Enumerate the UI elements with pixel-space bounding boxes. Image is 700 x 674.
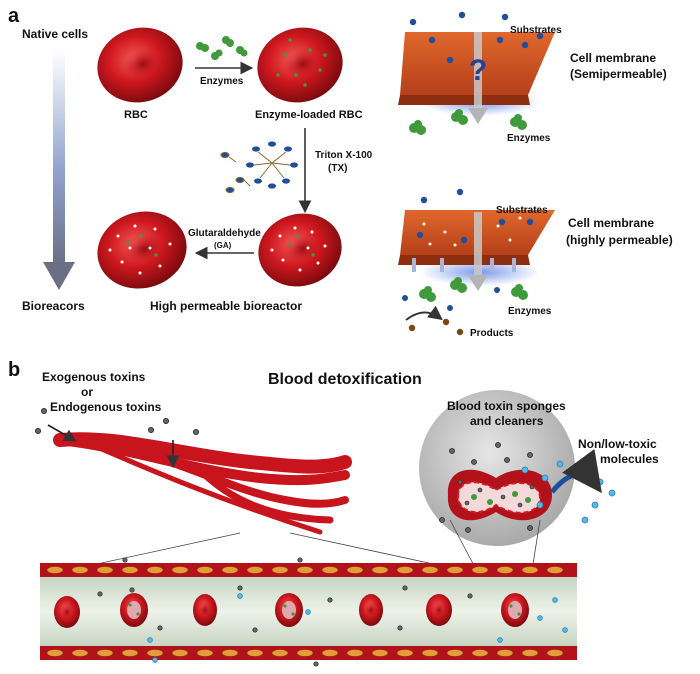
vessel-rbc xyxy=(193,594,217,626)
vessel-nontoxic-dots xyxy=(147,593,568,663)
substrate-dots-top xyxy=(409,11,544,64)
glutaraldehyde-label-2: (GA) xyxy=(214,241,232,250)
triton-label-1: Triton X-100 xyxy=(315,150,373,161)
question-mark: ? xyxy=(469,54,487,87)
enzymes-label-bottom: Enzymes xyxy=(508,306,552,317)
product-dots xyxy=(408,318,464,336)
triton-label-2: (TX) xyxy=(328,163,347,174)
panel-a-label: a xyxy=(8,5,20,27)
membrane-semipermeable-title-1: Cell membrane xyxy=(570,51,656,65)
nontoxic-label-1: Non/low-toxic xyxy=(578,437,657,451)
products-label: Products xyxy=(470,328,514,339)
panel-b-label: b xyxy=(8,359,20,381)
enzyme-loaded-rbc-label: Enzyme-loaded RBC xyxy=(255,109,363,121)
substrate-dots-lower xyxy=(402,287,500,311)
membrane-highly-permeable xyxy=(398,210,555,291)
blood-detox-title: Blood detoxification xyxy=(268,371,422,388)
toxin-dots-circle xyxy=(439,442,533,533)
bioreactors-label: Bioreacors xyxy=(22,299,85,313)
toxins-label-3: Endogenous toxins xyxy=(50,400,162,414)
substrate-dots-bottom xyxy=(416,188,534,244)
vessel-rbc xyxy=(426,594,452,626)
enzymes-label: Enzymes xyxy=(200,76,244,87)
permeabilized-rbc xyxy=(258,213,342,287)
glutaraldehyde-label-1: Glutaraldehyde xyxy=(188,228,261,239)
rbc-label: RBC xyxy=(124,109,148,121)
sponges-label-1: Blood toxin sponges xyxy=(447,399,566,413)
enzyme-cluster xyxy=(196,36,248,60)
high-permeable-bioreactor-label: High permeable bioreactor xyxy=(150,299,302,313)
triton-micelle-icon xyxy=(220,141,298,194)
bioreactor-rbc xyxy=(97,211,187,289)
toxin-dots-top xyxy=(35,407,199,435)
sponge-rbc-crosssection xyxy=(447,469,552,521)
toxin-entry-arrow-1 xyxy=(47,424,77,442)
vessel-rbc xyxy=(54,596,80,628)
toxins-label-1: Exogenous toxins xyxy=(42,370,146,384)
enzyme-loaded-rbc xyxy=(257,27,343,103)
substrates-label-top: Substrates xyxy=(510,25,562,36)
release-arrow xyxy=(550,448,602,494)
native-cells-label: Native cells xyxy=(22,27,88,41)
enzyme-blobs-top xyxy=(409,109,527,135)
membrane-permeable-title-2: (highly permeable) xyxy=(566,233,673,247)
vessel-rbc xyxy=(359,594,383,626)
vessel-sponge-rbc xyxy=(120,593,148,627)
substrates-label-bottom: Substrates xyxy=(496,205,548,216)
rbc-cell xyxy=(97,27,183,103)
conversion-arrow xyxy=(405,305,443,321)
vessel-toxin-dots xyxy=(97,557,473,667)
membrane-semipermeable xyxy=(398,32,555,124)
native-to-bioreactor-arrow xyxy=(43,50,75,290)
membrane-permeable-title-1: Cell membrane xyxy=(568,216,654,230)
enzyme-blobs-bottom xyxy=(419,277,528,302)
sponges-label-2: and cleaners xyxy=(470,414,544,428)
toxins-label-2: or xyxy=(81,385,93,399)
enzymes-label-top: Enzymes xyxy=(507,133,551,144)
nontoxic-label-2: molecules xyxy=(600,452,659,466)
blood-vessel-branches xyxy=(53,432,352,535)
vessel-sponge-rbc xyxy=(501,593,529,627)
membrane-semipermeable-title-2: (Semipermeable) xyxy=(570,67,667,81)
vessel-sponge-rbc xyxy=(275,593,303,627)
